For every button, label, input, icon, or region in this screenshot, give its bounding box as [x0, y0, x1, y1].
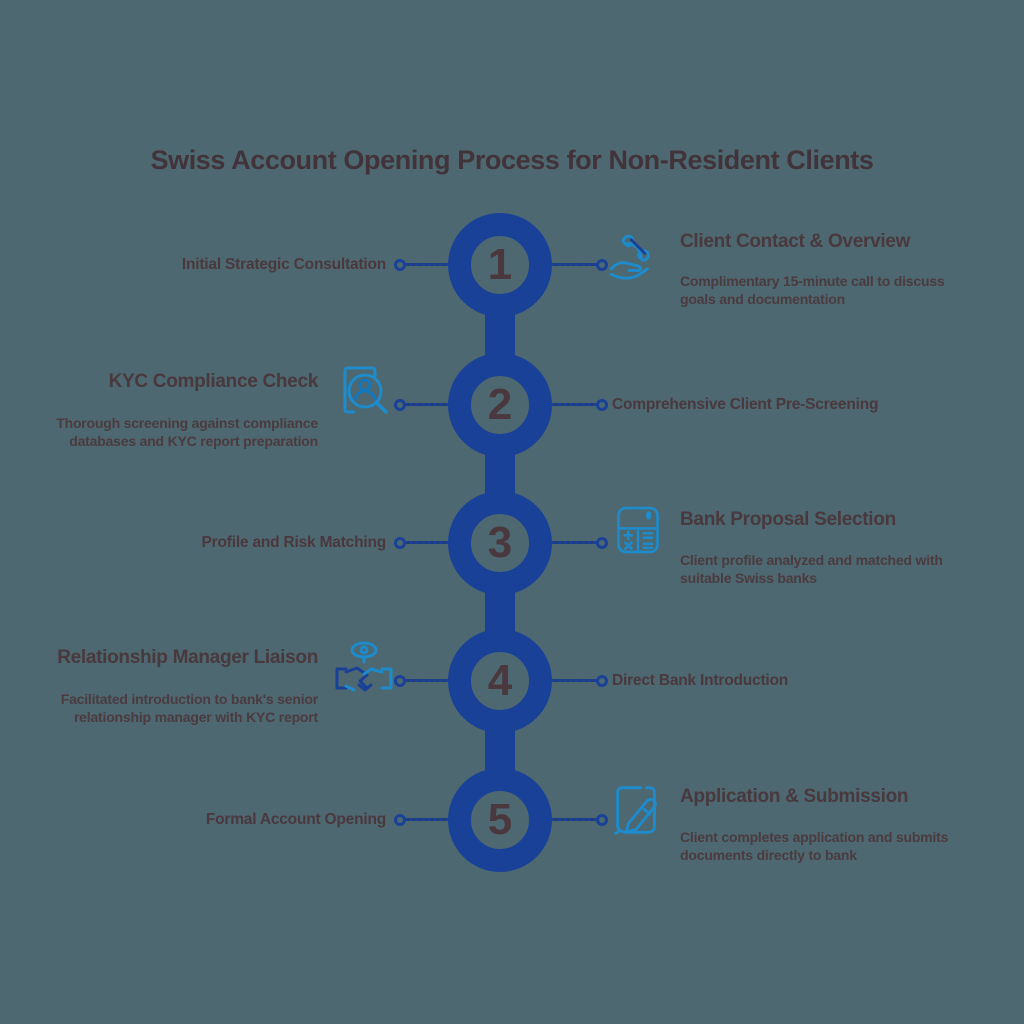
connector-dot	[596, 259, 608, 271]
step-2-right-label: Comprehensive Client Pre-Screening	[612, 396, 879, 413]
phone-hand-icon	[604, 228, 662, 286]
step-4-description: Facilitated introduction to bank's senio…	[60, 691, 318, 726]
step-3-node: 3	[448, 491, 552, 595]
step-number: 5	[487, 795, 513, 844]
step-number: 1	[487, 240, 513, 289]
step-4-right-label: Direct Bank Introduction	[612, 672, 789, 689]
connector-line	[403, 679, 455, 682]
step-number: 4	[487, 656, 513, 705]
step-5-description: Client completes application and submits…	[680, 829, 949, 864]
application-pen-icon	[606, 780, 668, 842]
connector-line	[545, 679, 597, 682]
connector-dot	[596, 399, 608, 411]
connector-line	[403, 403, 455, 406]
step-1-left-label: Initial Strategic Consultation	[181, 256, 386, 273]
step-5-heading: Application & Submission	[680, 786, 909, 807]
connector-line	[545, 263, 597, 266]
step-1-node: 1	[448, 213, 552, 317]
step-1-heading: Client Contact & Overview	[680, 231, 911, 252]
step-2-description: Thorough screening against compliance da…	[56, 415, 318, 450]
connector-line	[403, 263, 455, 266]
connector-dot	[596, 537, 608, 549]
calculator-icon	[612, 504, 664, 556]
step-number: 2	[487, 380, 513, 429]
connector-line	[403, 541, 455, 544]
step-4-node: 4	[448, 629, 552, 733]
connector-dot	[596, 675, 608, 687]
handshake-eye-icon	[332, 638, 396, 702]
kyc-screening-icon	[332, 358, 396, 422]
connector-line	[403, 818, 455, 821]
connector-dot	[596, 814, 608, 826]
step-3-description: Client profile analyzed and matched with…	[680, 552, 943, 587]
step-3-left-label: Profile and Risk Matching	[201, 534, 387, 551]
step-4-heading: Relationship Manager Liaison	[57, 647, 318, 668]
step-number: 3	[487, 518, 513, 567]
step-2-node: 2	[448, 353, 552, 457]
step-3-heading: Bank Proposal Selection	[680, 509, 896, 530]
page-title: Swiss Account Opening Process for Non-Re…	[150, 145, 874, 176]
step-1-description: Complimentary 15-minute call to discuss …	[680, 273, 945, 308]
connector-line	[545, 403, 597, 406]
connector-line	[545, 541, 597, 544]
step-2-heading: KYC Compliance Check	[108, 371, 319, 392]
step-5-node: 5	[448, 768, 552, 872]
connector-line	[545, 818, 597, 821]
step-5-left-label: Formal Account Opening	[205, 811, 386, 828]
